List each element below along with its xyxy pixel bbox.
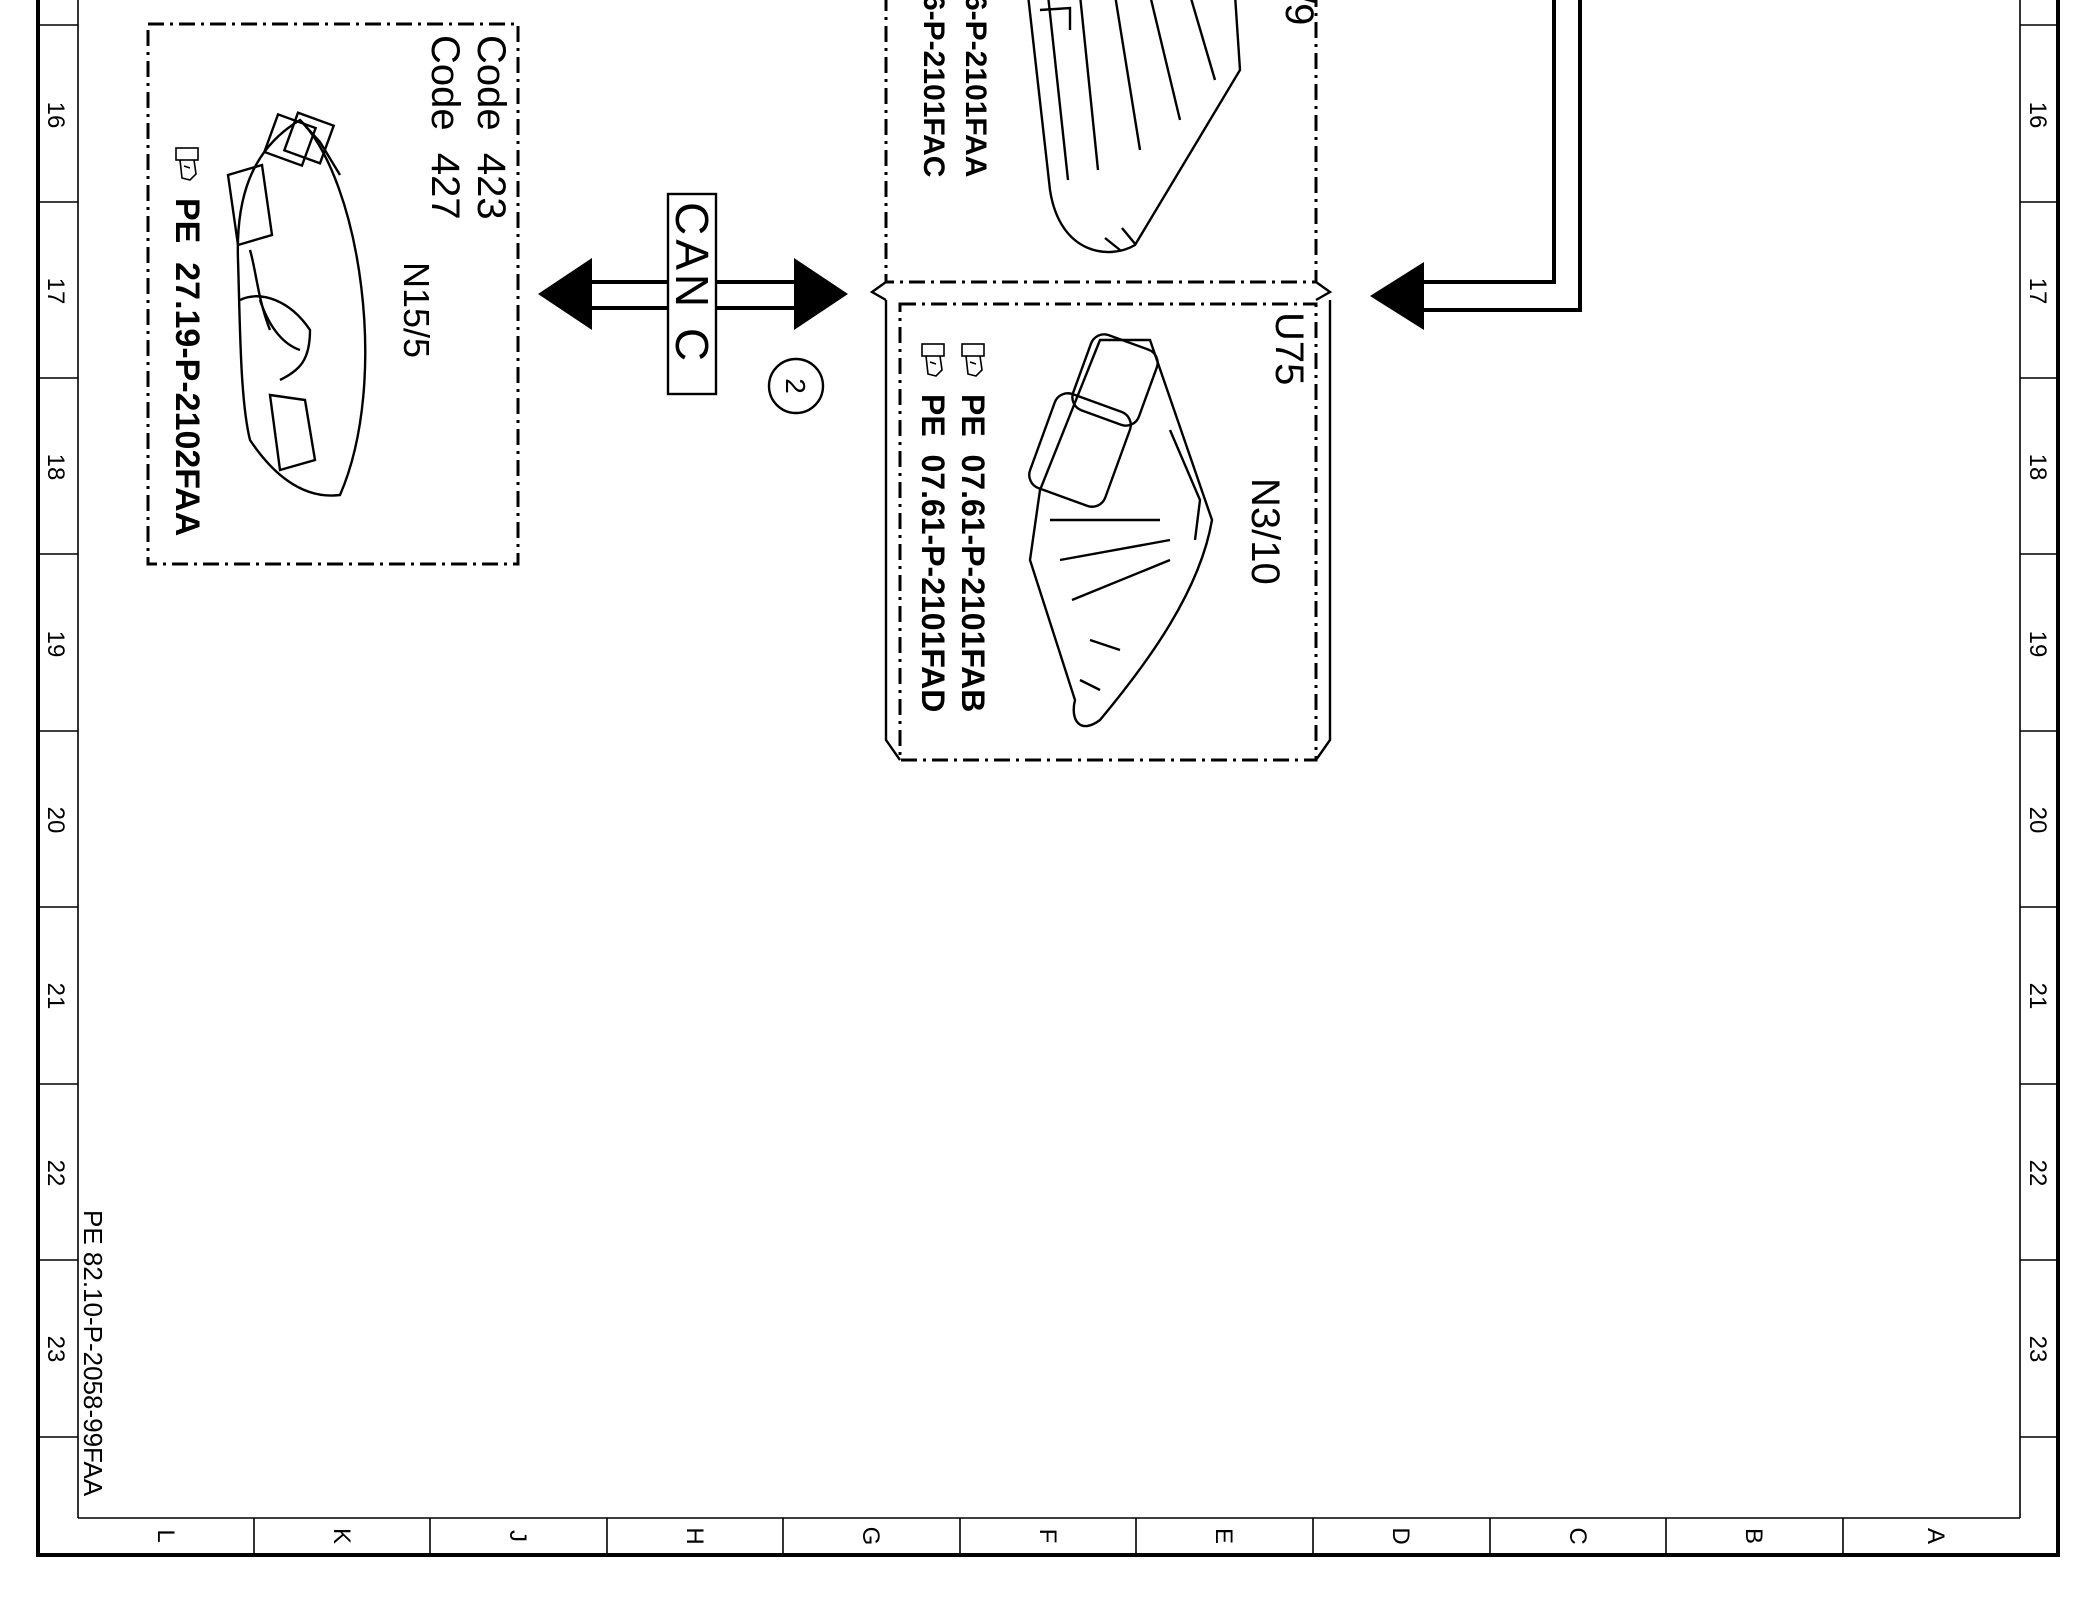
row-label-17-right: 17 <box>2024 278 2051 305</box>
column-label-k: K <box>328 1528 355 1544</box>
pointing-hand-icon <box>921 343 945 377</box>
row-label-16-right: 16 <box>2024 102 2051 129</box>
column-label-f: F <box>1034 1529 1061 1544</box>
row-label-16-left: 16 <box>42 102 69 129</box>
pointing-hand-icon <box>961 343 985 377</box>
top-partial-component-illustration <box>1027 0 1242 254</box>
bus-arrow-left <box>538 258 592 330</box>
module-n15-5-reference: PE 27.19-P-2102FAA <box>168 198 206 536</box>
module-n15-5: Code 423 Code 427 N15/5 PE 27.19-P-2102F… <box>146 22 520 566</box>
module-top-partial: /9 6-P-2101FAA 6-P-2101FAC <box>884 0 1321 284</box>
module-n15-5-code-2: Code 427 <box>423 35 467 220</box>
row-label-19-right: 19 <box>2024 631 2051 658</box>
column-ticks <box>253 1518 1844 1555</box>
box-connector-right <box>1315 281 1333 302</box>
module-n15-5-frame <box>146 22 520 566</box>
module-n3-10: U75 N3/10 PE 07.61-P-2101FAB PE 07.61-P-… <box>884 300 1332 762</box>
column-labels: L K J H G F E D C B A <box>152 1527 1949 1546</box>
callout-number: 2 <box>780 378 811 394</box>
row-label-18-right: 18 <box>2024 454 2051 481</box>
column-label-b: B <box>1740 1528 1767 1544</box>
column-label-c: C <box>1564 1527 1591 1544</box>
column-label-d: D <box>1387 1527 1414 1544</box>
module-n15-5-code-1: Code 423 <box>469 35 513 220</box>
row-label-20-right: 20 <box>2024 807 2051 834</box>
column-label-h: H <box>681 1527 708 1544</box>
n15-5-component-illustration <box>226 111 367 497</box>
row-labels-left: 16 17 18 19 20 21 22 23 <box>42 102 69 1363</box>
row-label-21-left: 21 <box>42 983 69 1010</box>
can-c-bus: CAN C 2 <box>538 192 848 415</box>
feed-arrow <box>1370 262 1424 330</box>
module-n3-10-reference-1: PE 07.61-P-2101FAB <box>955 394 991 712</box>
column-label-a: A <box>1922 1528 1949 1544</box>
row-label-20-left: 20 <box>42 807 69 834</box>
row-label-22-left: 22 <box>42 1160 69 1187</box>
row-labels-right: 16 17 18 19 20 21 22 23 <box>2024 102 2051 1363</box>
column-label-e: E <box>1210 1528 1237 1544</box>
bus-label-box <box>666 192 718 396</box>
module-top-partial-reference-1: 6-P-2101FAA <box>959 0 992 177</box>
row-label-18-left: 18 <box>42 454 69 481</box>
module-top-partial-reference-2: 6-P-2101FAC <box>917 0 950 177</box>
module-n3-10-variant: U75 <box>1267 312 1311 385</box>
column-label-g: G <box>857 1527 884 1546</box>
module-top-partial-frame <box>884 0 1318 284</box>
module-n3-10-designation: N3/10 <box>1243 478 1287 585</box>
row-label-19-left: 19 <box>42 631 69 658</box>
row-label-17-left: 17 <box>42 278 69 305</box>
module-n15-5-designation: N15/5 <box>396 262 437 358</box>
n3-10-component-illustration <box>1028 333 1214 728</box>
column-label-j: J <box>504 1530 531 1542</box>
row-ticks <box>38 24 2058 1438</box>
pointing-hand-icon <box>175 147 199 181</box>
module-n3-10-frame <box>898 302 1318 762</box>
row-label-21-right: 21 <box>2024 983 2051 1010</box>
module-n3-10-reference-2: PE 07.61-P-2101FAD <box>915 394 951 712</box>
document-id: PE 82.10-P-2058-99FAA <box>78 1210 108 1497</box>
row-label-23-left: 23 <box>42 1336 69 1363</box>
row-label-23-right: 23 <box>2024 1336 2051 1363</box>
outer-frame <box>36 0 2060 1557</box>
bus-label: CAN C <box>666 202 718 365</box>
box-connector-left <box>869 281 887 302</box>
module-top-partial-designation: /9 <box>1277 0 1321 25</box>
feed-line-to-n3-10 <box>1370 0 1582 330</box>
bus-arrow-right <box>794 258 848 330</box>
callout-circle <box>767 357 825 415</box>
column-label-l: L <box>152 1529 179 1542</box>
row-label-22-right: 22 <box>2024 1160 2051 1187</box>
